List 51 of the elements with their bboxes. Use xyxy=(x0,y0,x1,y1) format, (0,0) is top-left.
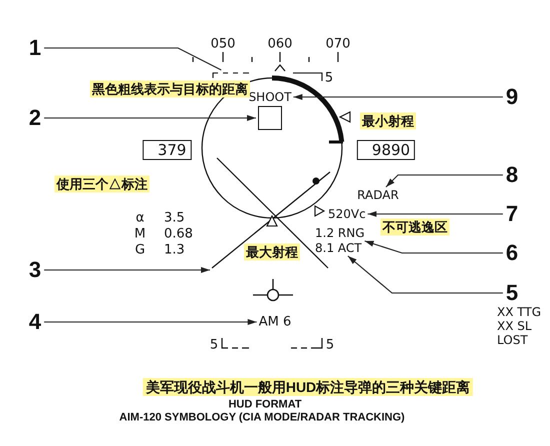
mode-text: AM 6 xyxy=(258,316,292,328)
readout-box: 379 xyxy=(142,140,192,160)
range-readout: 1.2 RNG xyxy=(315,227,365,239)
annotation: 最大射程 xyxy=(244,244,300,260)
annotation: 使用三个△标注 xyxy=(54,176,150,192)
status-text: XX TTG xyxy=(497,306,542,318)
caption-text: 美军现役战斗机一般用HUD标注导弹的三种关键距离 xyxy=(142,378,474,396)
heading-number: 060 xyxy=(268,38,292,50)
leader-arrow xyxy=(44,267,210,273)
caption-text: HUD FORMAT xyxy=(228,400,302,410)
annotation: 黑色粗线表示与目标的距离 xyxy=(90,80,250,98)
callout-number: 8 xyxy=(506,164,518,186)
leader-arrow xyxy=(348,256,503,294)
annotation: 不可逃逸区 xyxy=(380,218,450,236)
readout-box: 9890 xyxy=(356,140,416,160)
callout-number: 6 xyxy=(506,242,518,264)
callout-number: 9 xyxy=(506,86,518,108)
target-box xyxy=(258,106,282,130)
status-text: LOST xyxy=(497,334,528,346)
leader-arrow xyxy=(364,240,503,254)
leader-arrow xyxy=(44,115,256,121)
leader-line xyxy=(44,47,222,70)
shoot-cue: SHOOT xyxy=(248,91,292,103)
range-scale-bracket xyxy=(212,72,250,78)
heading-number: 070 xyxy=(326,38,350,50)
scale-number: 5 xyxy=(324,72,334,84)
callout-number: 1 xyxy=(28,37,42,59)
status-text: XX SL xyxy=(497,320,532,332)
callout-number: 3 xyxy=(28,259,42,281)
callout-number: 5 xyxy=(506,282,518,304)
leader-arrow xyxy=(44,319,257,325)
mode-text: RADAR xyxy=(357,189,399,201)
leader-arrow xyxy=(293,94,503,100)
parameter-value: 1.3 xyxy=(164,244,185,256)
leader-arrow xyxy=(386,174,503,188)
callout-number: 4 xyxy=(28,311,42,333)
callout-number: 7 xyxy=(506,203,518,225)
parameter-name: α xyxy=(136,212,144,224)
heading-number: 050 xyxy=(210,38,236,50)
leader-arrow xyxy=(368,211,503,217)
parameter-name: M xyxy=(134,228,146,240)
speed-readout: 520Vc xyxy=(328,208,366,220)
time-readout: 8.1 ACT xyxy=(315,242,362,254)
scale-number: 5 xyxy=(210,338,218,352)
annotation: 最小射程 xyxy=(360,112,416,130)
scale-number: 5 xyxy=(326,338,334,352)
parameter-name: G xyxy=(134,244,146,256)
parameter-value: 0.68 xyxy=(164,228,193,240)
caption-text: AIM-120 SYMBOLOGY (CIA MODE/RADAR TRACKING) xyxy=(119,412,405,424)
callout-number: 2 xyxy=(28,107,42,129)
parameter-value: 3.5 xyxy=(164,212,185,224)
